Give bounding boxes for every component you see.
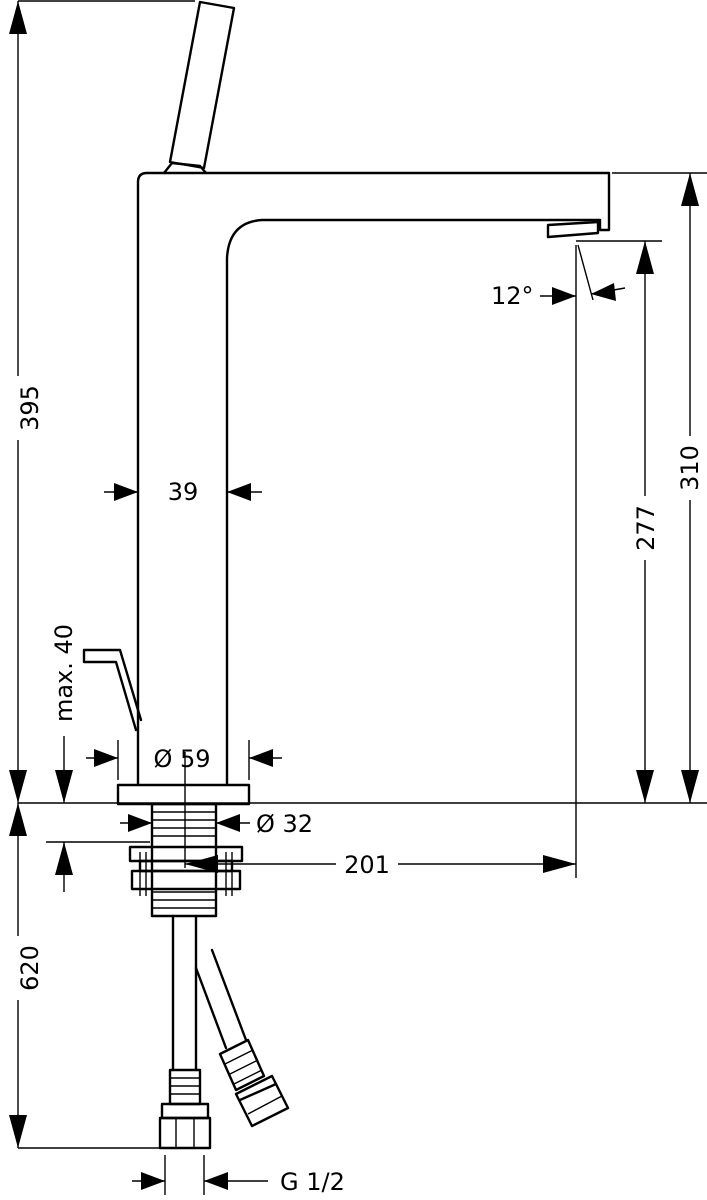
dim-spout-reach: 201: [185, 851, 576, 879]
dim-spout-angle: 12°: [491, 282, 626, 310]
label-spout-reach: 201: [344, 851, 390, 879]
dim-total-height: 395: [9, 1, 44, 803]
label-base-diameter: Ø 59: [153, 745, 210, 773]
aerator: [546, 220, 600, 239]
dim-spout-height: 310: [676, 173, 704, 803]
spout-body: [136, 171, 611, 786]
label-spout-height: 310: [676, 445, 704, 491]
dim-outlet-height: 277: [632, 241, 660, 803]
dim-thread-diameter: Ø 32: [120, 810, 313, 838]
label-spout-angle: 12°: [491, 282, 534, 310]
dim-hose-length: 620: [9, 803, 44, 1148]
label-total-height: 395: [16, 385, 44, 431]
label-connection: G 1/2: [280, 1168, 345, 1196]
hose-right: [194, 948, 290, 1128]
label-hose-length: 620: [16, 945, 44, 991]
extension-lines: [18, 0, 707, 1195]
label-body-width: 39: [168, 478, 199, 506]
base-plate: [116, 783, 251, 806]
dim-connection: G 1/2: [132, 1168, 345, 1196]
dim-lever-max: max. 40: [50, 624, 78, 892]
label-thread-diameter: Ø 32: [256, 810, 313, 838]
label-lever-max: max. 40: [50, 624, 78, 722]
hose-left: [158, 914, 212, 1150]
handle-base: [162, 161, 208, 175]
popup-rod: [82, 648, 143, 732]
label-outlet-height: 277: [632, 505, 660, 551]
faucet-outline: [82, 0, 611, 1150]
mounting-nut: [128, 845, 244, 896]
dim-body-width: 39: [104, 478, 262, 506]
handle-lever: [168, 0, 236, 170]
thread-lines: [152, 811, 216, 909]
dim-base-diameter: Ø 59: [86, 745, 282, 773]
